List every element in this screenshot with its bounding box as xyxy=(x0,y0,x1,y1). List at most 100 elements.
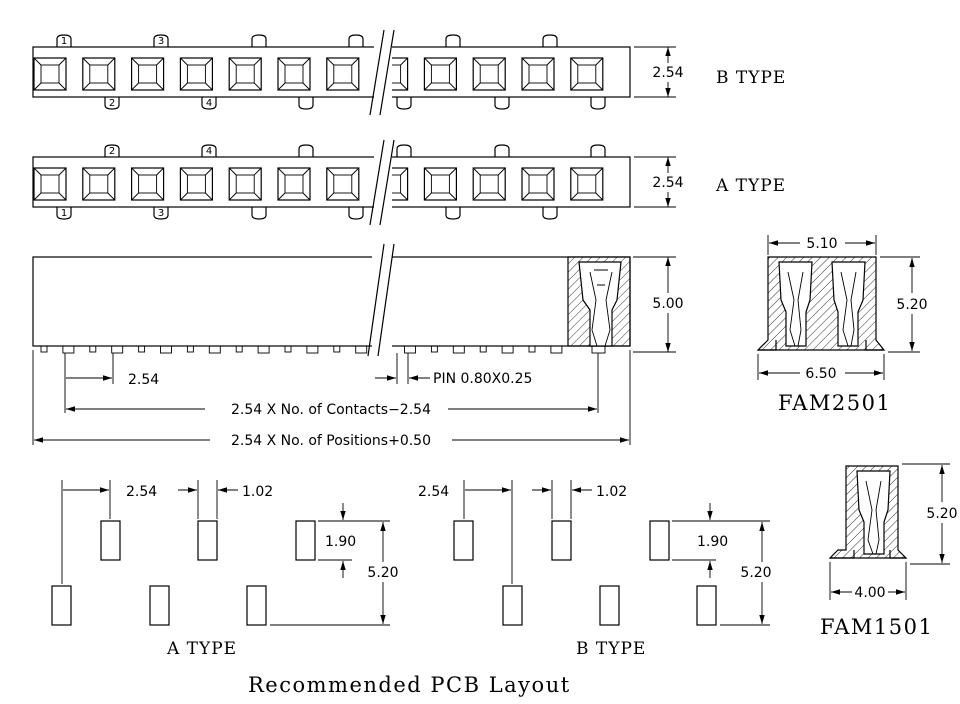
b-type-contact-cell xyxy=(521,57,555,91)
a-type-pin-bump xyxy=(56,207,72,220)
b-type-pin-number: 1 xyxy=(61,36,67,47)
a-type-pad-width-label: 1.02 xyxy=(242,484,273,500)
side-pin xyxy=(62,345,75,354)
fam1501-height-dimension: 5.20 xyxy=(902,463,958,565)
fam1501-bottom-width-dimension: 4.00 xyxy=(829,562,907,601)
b-type-contact-cell xyxy=(33,57,67,91)
side-pin xyxy=(138,345,146,353)
a-type-pad-width-dimension: 1.02 xyxy=(178,480,273,519)
a-type-row-spacing-dimension: 5.20 xyxy=(270,522,399,626)
pin-size-dimension: PIN 0.80X0.25 xyxy=(375,353,532,387)
a-type-pin-bump xyxy=(445,207,461,220)
side-pin xyxy=(208,345,221,354)
a-type-pcb-label: A TYPE xyxy=(166,639,237,659)
a-type-pin-bump xyxy=(348,207,364,220)
a-type-pin-bump xyxy=(251,207,267,220)
b-type-pin-bump xyxy=(153,34,169,47)
b-type-strip-body xyxy=(32,46,631,98)
side-pin xyxy=(257,345,270,354)
a-type-contact-cell xyxy=(570,167,604,201)
a-type-pads xyxy=(51,520,316,626)
b-type-break-mark xyxy=(369,29,395,116)
side-pin xyxy=(284,345,292,353)
side-view-body xyxy=(32,256,631,347)
side-pin xyxy=(501,345,514,354)
a-type-contact-cell xyxy=(472,167,506,201)
a-type-contact-cell xyxy=(423,167,457,201)
b-type-pin-bump xyxy=(104,97,120,110)
fam2501-title: FAM2501 xyxy=(778,391,891,415)
fam2501-height-dimension: 5.20 xyxy=(880,256,928,353)
b-type-row-spacing-label: 5.20 xyxy=(740,565,771,581)
a-type-label: A TYPE xyxy=(715,176,786,196)
fam2501-bottom-width-dimension: 6.50 xyxy=(757,354,885,382)
b-type-pin-bump xyxy=(201,97,217,110)
side-pin xyxy=(111,345,124,354)
a-type-pad-length-dimension: 1.90 xyxy=(318,503,390,578)
side-pin xyxy=(528,345,536,353)
b-type-pin-bump xyxy=(56,34,72,47)
b-type-pad-length-label: 1.90 xyxy=(697,534,728,550)
b-type-pin-bumps xyxy=(56,34,606,110)
b-type-strip: 1 3 2 4 2.54 B TYPE xyxy=(32,29,786,116)
a-type-height-label: 2.54 xyxy=(652,175,683,191)
pitch-dimension: 2.54 xyxy=(64,353,159,413)
fam2501-height-label: 5.20 xyxy=(896,297,927,313)
b-type-pin-number: 2 xyxy=(109,98,115,109)
side-pin xyxy=(452,345,465,354)
side-pin xyxy=(430,345,438,353)
side-pin xyxy=(355,345,368,354)
side-view-height-dimension: 5.00 xyxy=(633,256,684,353)
side-pin xyxy=(404,345,416,354)
a-type-strip-body xyxy=(32,156,631,208)
b-type-pin-number: 3 xyxy=(158,36,164,47)
b-type-pin-bump xyxy=(542,34,558,47)
b-type-pin-number: 4 xyxy=(206,98,212,109)
b-type-pin-bump xyxy=(396,97,412,110)
side-view-break-mark xyxy=(367,242,395,357)
b-type-contact-cell xyxy=(570,57,604,91)
b-type-pin-bump xyxy=(348,34,364,47)
a-type-height-dimension: 2.54 xyxy=(634,156,684,208)
b-type-pin-bump xyxy=(445,34,461,47)
side-view-height-label: 5.00 xyxy=(652,296,683,312)
b-type-contact-cell xyxy=(179,57,213,91)
side-view-cross-section xyxy=(567,256,631,347)
a-type-contact-cell xyxy=(179,167,213,201)
a-type-pin-bump xyxy=(104,144,120,157)
positions-dimension: 2.54 X No. of Positions+0.50 xyxy=(32,350,631,449)
a-type-pitch-label: 2.54 xyxy=(126,484,157,500)
side-pin xyxy=(40,345,48,353)
a-type-pin-bump xyxy=(542,207,558,220)
a-type-contact-cell xyxy=(33,167,67,201)
pcb-layout-a-type: 2.54 1.02 1.90 5.20 A TYPE xyxy=(51,480,399,659)
a-type-pin-bump xyxy=(201,144,217,157)
b-type-height-dimension: 2.54 xyxy=(634,46,684,98)
side-pin xyxy=(591,345,606,354)
b-type-contact-cell xyxy=(228,57,262,91)
fam2501-bottom-width-label: 6.50 xyxy=(805,366,836,382)
a-type-contact-cell xyxy=(228,167,262,201)
b-type-label: B TYPE xyxy=(716,68,786,88)
b-type-contact-cell xyxy=(423,57,457,91)
a-type-pin-bump xyxy=(298,144,314,157)
fam2501-body xyxy=(756,256,886,351)
side-pin xyxy=(333,345,341,353)
side-pin xyxy=(235,345,243,353)
b-type-pcb-label: B TYPE xyxy=(576,639,646,659)
a-type-pad-length-label: 1.90 xyxy=(325,534,356,550)
a-type-strip: 2 4 1 3 2.54 A TYPE xyxy=(32,139,786,226)
a-type-row-spacing-label: 5.20 xyxy=(367,565,398,581)
a-type-pin-number: 1 xyxy=(61,208,67,219)
side-pin xyxy=(89,345,97,353)
b-type-pad-length-dimension: 1.90 xyxy=(672,503,770,578)
a-type-pin-number: 3 xyxy=(158,208,164,219)
b-type-pad-width-label: 1.02 xyxy=(596,484,627,500)
a-type-pitch-dimension: 2.54 xyxy=(61,480,157,584)
b-type-pad-width-dimension: 1.02 xyxy=(532,480,627,519)
a-type-pin-bump xyxy=(153,207,169,220)
pcb-layout-title: Recommended PCB Layout xyxy=(248,673,571,697)
a-type-pin-number: 4 xyxy=(206,146,212,157)
a-type-pin-bump xyxy=(396,144,412,157)
